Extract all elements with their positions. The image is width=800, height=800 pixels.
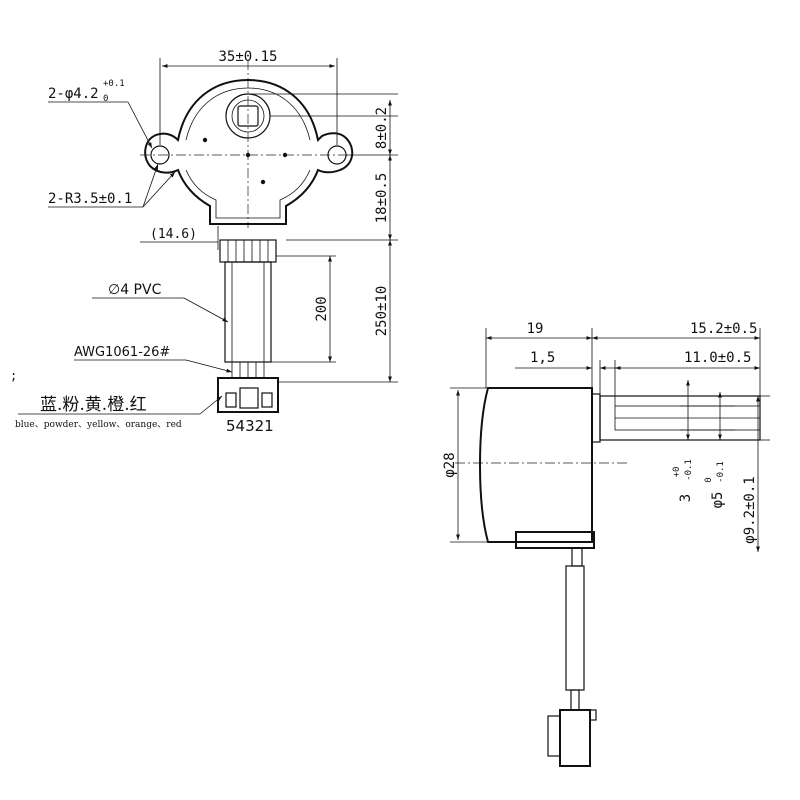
side-connector-tip xyxy=(589,709,597,721)
stray-mark: ; xyxy=(10,369,17,383)
width-dim-text: 35±0.15 xyxy=(218,49,277,65)
wire-colors-cn: 蓝.粉.黄.橙.红 xyxy=(40,395,147,415)
cable-relief-wires xyxy=(227,240,269,262)
shaft-diameter-dim-text: φ5 xyxy=(710,492,726,509)
side-connector xyxy=(559,709,591,767)
flat-dim-text: 3 xyxy=(678,494,694,502)
hole-dim-text: 2-φ4.2 xyxy=(48,86,99,102)
body-diameter-dim-text: φ28 xyxy=(442,452,458,477)
side-body-outline xyxy=(478,387,593,543)
wire-colors-en: blue、powder、yellow、orange、red xyxy=(15,420,182,430)
wire-leader-diag xyxy=(185,359,233,373)
motor-body-inner-outline xyxy=(185,87,311,219)
side-flange xyxy=(591,393,601,443)
center-to-base-dim-text: 18±0.5 xyxy=(374,173,390,224)
shaft-tol-upper: 0 xyxy=(704,477,714,482)
body-length-dim-text: 19 xyxy=(527,321,544,337)
side-bottom-tab xyxy=(515,531,595,549)
flat-tol-upper: +0 xyxy=(672,467,682,478)
pip-center xyxy=(245,152,251,158)
flat-tol-lower: -0.1 xyxy=(684,459,694,481)
sleeve-length-dim-text: 200 xyxy=(314,296,330,321)
top-view: 35±0.15 2-φ4.2 +0.1 0 2-R3.5±0.1 (14.6) … xyxy=(15,49,398,435)
mounting-hole-left xyxy=(150,145,170,165)
motor-body-outline xyxy=(144,78,354,225)
connector-latch-left xyxy=(225,392,237,408)
pip-bottom xyxy=(260,179,266,185)
connector-housing xyxy=(217,377,279,413)
radius-dim-text: 2-R3.5±0.1 xyxy=(48,191,132,207)
pin-numbers: 54321 xyxy=(226,417,274,435)
side-cable-wires xyxy=(570,689,580,711)
flat-length-dim-text: 11.0±0.5 xyxy=(684,350,751,366)
cable-leader-diag xyxy=(183,297,229,323)
shaft-boss-inner xyxy=(231,99,265,133)
side-view: 19 15.2±0.5 1,5 11.0±0.5 φ28 3 +0 -0.1 φ… xyxy=(442,321,770,767)
offset-dim-text: (14.6) xyxy=(150,227,197,242)
shaft-offset-dim-text: 8±0.2 xyxy=(374,107,390,149)
connector-latch-right xyxy=(261,392,273,408)
side-cable-lead xyxy=(571,547,583,567)
radius-leader-diag xyxy=(142,163,159,208)
side-connector-latch xyxy=(547,715,561,757)
hole-tol-lower: 0 xyxy=(103,94,108,104)
flange-dim-text: 1,5 xyxy=(530,350,555,366)
hole-leader-diag xyxy=(127,101,153,149)
shaft-flat xyxy=(237,105,259,127)
radius-leader-2 xyxy=(142,171,176,208)
cable-wires-exposed xyxy=(231,362,265,378)
wire-label: AWG1061-26# xyxy=(74,345,170,360)
connector-key xyxy=(239,387,259,409)
lead-length-dim-text: 250±10 xyxy=(374,286,390,337)
shaft-length-dim-text: 15.2±0.5 xyxy=(690,321,757,337)
boss-diameter-dim-text: φ9.2±0.1 xyxy=(742,476,758,543)
cable-label: ∅4 PVC xyxy=(108,282,162,298)
pip-right xyxy=(282,152,288,158)
hole-tol-upper: +0.1 xyxy=(103,79,125,89)
pip-left-top xyxy=(202,137,208,143)
side-cable-sleeve xyxy=(565,565,585,691)
colors-leader-diag xyxy=(199,395,223,415)
shaft-tol-lower: -0.1 xyxy=(716,461,726,483)
